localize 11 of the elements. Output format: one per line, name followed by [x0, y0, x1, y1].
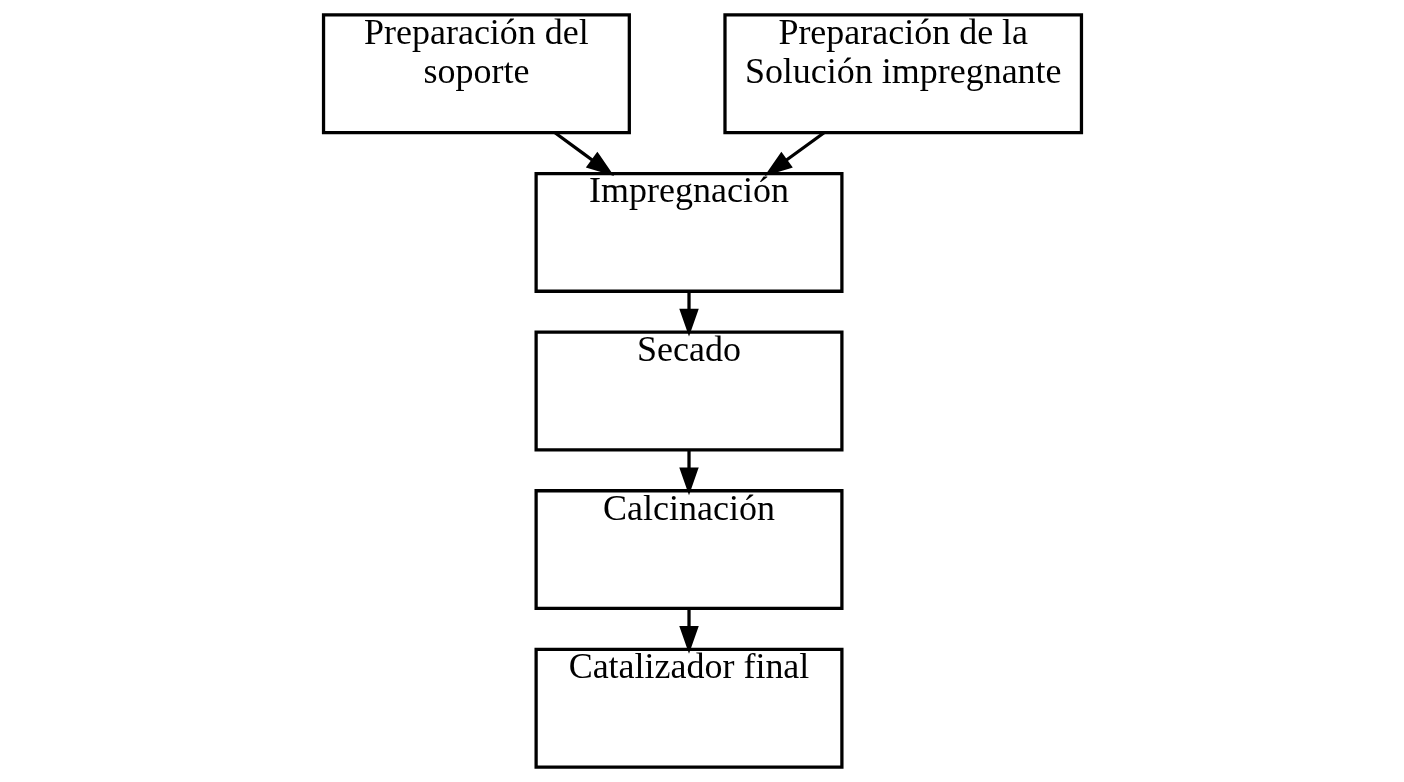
arrow: [678, 608, 699, 654]
node-box: Calcinación: [534, 489, 844, 611]
node-box: Secado: [534, 330, 844, 452]
arrow: [764, 131, 825, 176]
node-box: Preparación de la Solución impregnante: [722, 13, 1083, 135]
node-box: Impregnación: [534, 171, 844, 293]
arrow: [553, 131, 614, 176]
node-box: Catalizador final: [534, 647, 844, 769]
node-box: Preparación del soporte: [321, 13, 631, 135]
arrow: [678, 450, 699, 496]
arrow: [678, 291, 699, 337]
